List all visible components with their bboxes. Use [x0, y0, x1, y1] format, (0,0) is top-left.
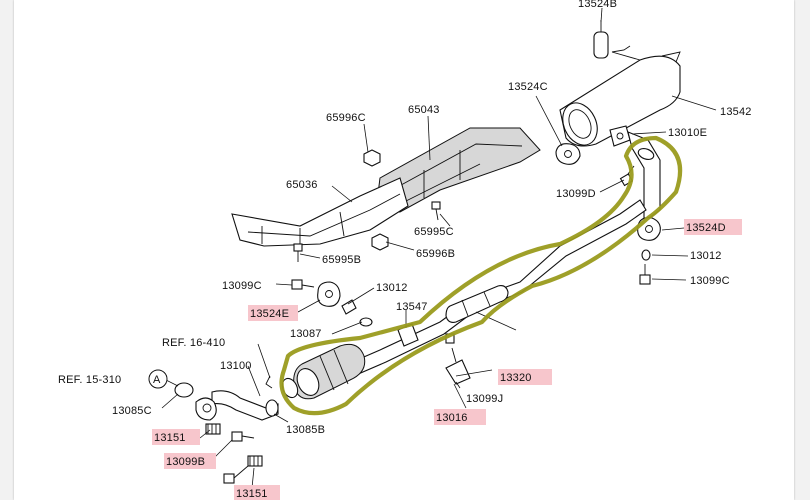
label-65996b: 65996B	[416, 248, 455, 260]
center-pipe	[305, 199, 647, 395]
bolt-right	[639, 264, 651, 285]
bolt-13099c-left	[291, 279, 315, 290]
label-13320: 13320	[500, 372, 532, 384]
label-13151-b: 13151	[236, 488, 268, 500]
spring-13151-b	[247, 455, 263, 467]
label-65036: 65036	[286, 179, 318, 191]
muffler-clamp	[609, 125, 631, 147]
nut-65996b	[371, 233, 389, 251]
label-13100: 13100	[220, 360, 252, 372]
gasket-13087	[359, 317, 373, 327]
spring-13151-a	[205, 423, 221, 435]
label-13524d: 13524D	[686, 222, 726, 234]
label-ref-16-410: REF. 16-410	[162, 337, 225, 349]
bolt-13099b-lower	[223, 465, 249, 484]
bolt-65995b	[293, 243, 303, 262]
label-65995c: 65995C	[414, 226, 454, 238]
gasket-13085c	[174, 382, 194, 398]
label-13099c-left: 13099C	[222, 280, 262, 292]
nut-65996c	[363, 149, 381, 167]
label-13099j: 13099J	[466, 393, 503, 405]
label-13012-right: 13012	[690, 250, 722, 262]
part-labels: 13524B 13524C 13542 13010E 13099D 13524D…	[58, 0, 752, 500]
rubber-hanger-13524e	[317, 281, 341, 307]
front-pipe-13100	[195, 390, 279, 421]
label-13542: 13542	[720, 106, 752, 118]
hanger-bracket-top	[593, 20, 609, 59]
bolt-13099b	[231, 431, 255, 442]
label-13524e: 13524E	[250, 308, 289, 320]
label-13085b: 13085B	[286, 424, 325, 436]
label-13085c: 13085C	[112, 405, 152, 417]
gasket-13085b	[265, 399, 279, 417]
label-13010e: 13010E	[668, 127, 707, 139]
label-13099c-right: 13099C	[690, 275, 730, 287]
label-65043: 65043	[408, 104, 440, 116]
label-13151-a: 13151	[154, 432, 186, 444]
label-13087: 13087	[290, 328, 322, 340]
label-13524c: 13524C	[508, 81, 548, 93]
label-13012-left: 13012	[376, 282, 408, 294]
exhaust-parts-diagram: 13524B 13524C 13542 13010E 13099D 13524D…	[58, 0, 752, 500]
ref-pin-16-410	[265, 375, 273, 389]
gasket-13012-left	[341, 299, 357, 315]
label-13524b: 13524B	[578, 0, 617, 10]
hanger-13016	[445, 347, 471, 385]
rubber-hanger-left	[555, 143, 581, 165]
label-65995b: 65995B	[322, 254, 361, 266]
reference-circle-a	[148, 369, 168, 389]
label-13547: 13547	[396, 301, 428, 313]
label-13099d: 13099D	[556, 188, 596, 200]
label-65996c: 65996C	[326, 112, 366, 124]
diagram-sheet: 13524B 13524C 13542 13010E 13099D 13524D…	[14, 0, 794, 500]
annotation-trace	[279, 135, 683, 416]
catalytic-converter	[281, 343, 366, 400]
label-13016: 13016	[436, 412, 468, 424]
gasket-right	[641, 249, 651, 261]
label-circle-a: A	[153, 374, 161, 386]
main-muffler	[559, 45, 681, 147]
bolt-65995c	[431, 201, 441, 221]
rubber-hanger-right	[637, 217, 661, 241]
heat-shield-65036	[231, 177, 409, 247]
label-13099b: 13099B	[166, 456, 205, 468]
highlight-boxes	[152, 219, 742, 500]
label-ref-15-310: REF. 15-310	[58, 374, 121, 386]
